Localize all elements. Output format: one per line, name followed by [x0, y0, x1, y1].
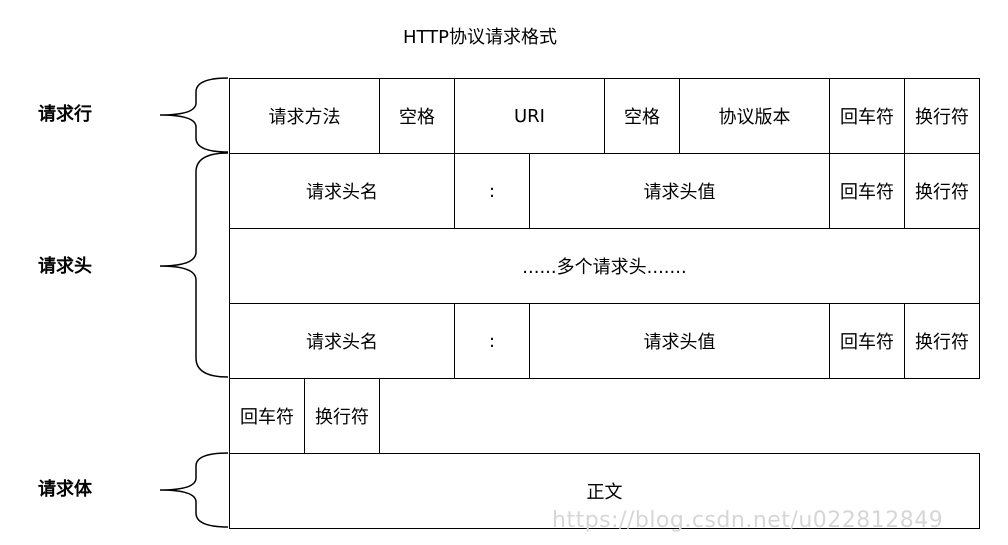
- label-request-header: 请求头: [38, 256, 92, 277]
- cell-header-name: 请求头名: [229, 303, 455, 379]
- cell-header-name: 请求头名: [229, 153, 455, 229]
- cell-request-method: 请求方法: [229, 78, 380, 154]
- cell-space-1: 空格: [379, 78, 455, 154]
- cell-carriage-return: 回车符: [829, 78, 905, 154]
- brace-request-body: [159, 452, 229, 528]
- cell-header-colon: :: [454, 153, 530, 229]
- cell-uri: URI: [454, 78, 605, 154]
- cell-header-value: 请求头值: [529, 303, 830, 379]
- cell-multiple-headers: ......多个请求头.......: [229, 228, 980, 304]
- brace-request-header: [159, 152, 229, 378]
- label-request-body: 请求体: [38, 479, 92, 500]
- cell-carriage-return: 回车符: [829, 303, 905, 379]
- label-request-line: 请求行: [38, 104, 92, 125]
- cell-line-feed: 换行符: [904, 78, 980, 154]
- diagram-title: HTTP协议请求格式: [402, 27, 558, 48]
- cell-body: 正文: [229, 453, 980, 529]
- cell-space-2: 空格: [604, 78, 680, 154]
- cell-line-feed: 换行符: [904, 303, 980, 379]
- cell-protocol-version: 协议版本: [679, 78, 830, 154]
- cell-carriage-return: 回车符: [829, 153, 905, 229]
- cell-header-colon: :: [454, 303, 530, 379]
- cell-blank-line-feed: 换行符: [304, 378, 380, 454]
- brace-request-line: [159, 77, 229, 153]
- cell-header-value: 请求头值: [529, 153, 830, 229]
- cell-line-feed: 换行符: [904, 153, 980, 229]
- watermark-text: https://blog.csdn.net/u022812849: [552, 508, 944, 533]
- cell-blank-carriage-return: 回车符: [229, 378, 305, 454]
